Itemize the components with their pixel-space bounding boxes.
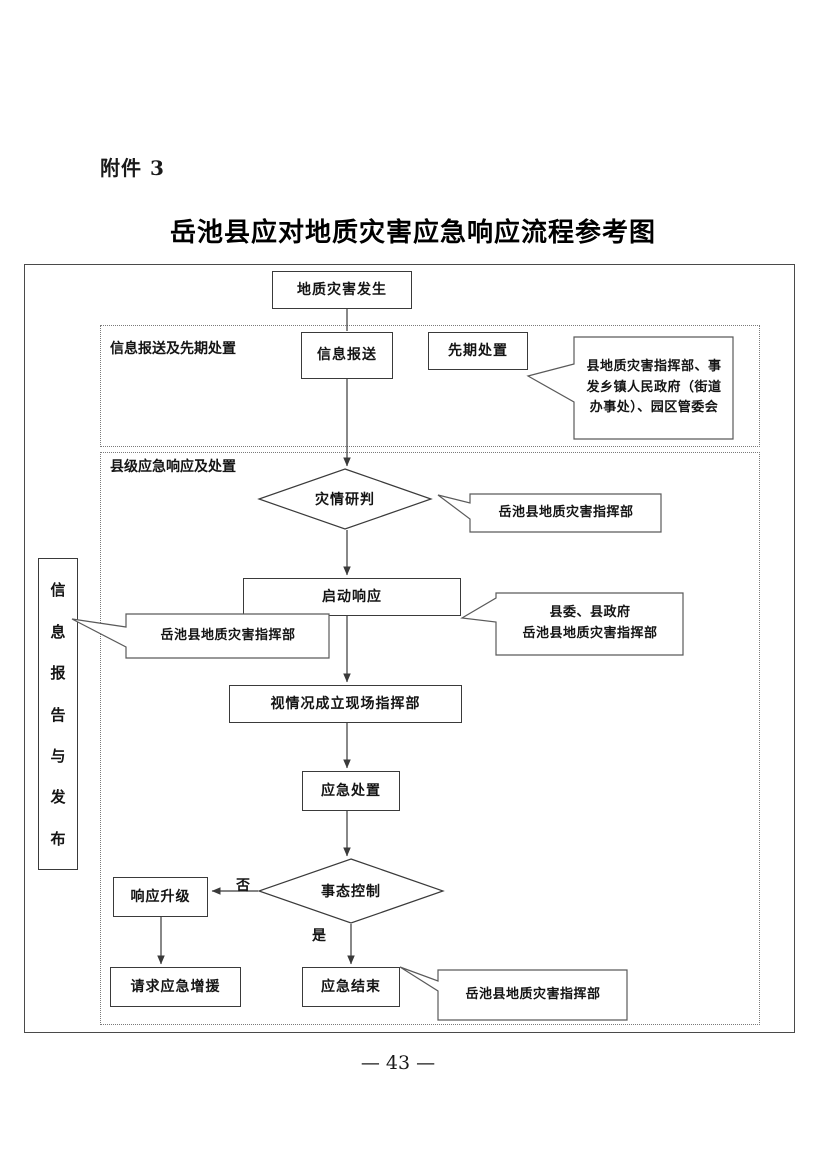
callout-information-release-authority: 岳池县地质灾害指挥部 xyxy=(71,613,330,659)
side-label-char-1: 信 xyxy=(50,581,66,600)
page-number: — 43 — xyxy=(360,1052,436,1074)
side-label-char-6: 发 xyxy=(50,788,66,807)
branch-label-no: 否 xyxy=(236,878,250,894)
node-emergency-disposal[interactable]: 应急处置 xyxy=(302,771,400,811)
swimlane-county-response xyxy=(100,452,760,1025)
side-label-char-3: 报 xyxy=(50,664,66,683)
decision-disaster-assessment[interactable]: 灾情研判 xyxy=(257,468,433,530)
node-start-response[interactable]: 启动响应 xyxy=(243,578,461,616)
side-label-char-4: 告 xyxy=(50,705,66,724)
node-information-report[interactable]: 信息报送 xyxy=(301,332,393,379)
attachment-label: 附件 3 xyxy=(100,156,165,180)
swimlane-title-county-response: 县级应急响应及处置 xyxy=(110,459,236,475)
side-label-char-5: 与 xyxy=(50,746,66,765)
side-label-char-7: 布 xyxy=(50,829,66,848)
node-onsite-headquarters[interactable]: 视情况成立现场指挥部 xyxy=(229,685,462,723)
callout-response-end-authority: 岳池县地质灾害指挥部 xyxy=(399,966,628,1021)
callout-response-authorities: 县委、县政府 岳池县地质灾害指挥部 xyxy=(460,592,684,656)
side-label-char-2: 息 xyxy=(50,622,66,641)
callout-assessment-authority: 岳池县地质灾害指挥部 xyxy=(437,493,662,533)
node-disaster-occurrence[interactable]: 地质灾害发生 xyxy=(272,271,412,309)
node-request-support[interactable]: 请求应急增援 xyxy=(110,967,241,1007)
swimlane-information-reporting xyxy=(100,325,760,447)
callout-initial-disposal-units: 县地质灾害指挥部、事 发乡镇人民政府（街道 办事处）、园区管委会 xyxy=(526,336,734,440)
node-initial-disposal[interactable]: 先期处置 xyxy=(428,332,528,370)
branch-label-yes: 是 xyxy=(312,928,326,944)
swimlane-title-information-reporting: 信息报送及先期处置 xyxy=(110,341,236,357)
decision-situation-controlled[interactable]: 事态控制 xyxy=(257,858,445,924)
node-response-upgrade[interactable]: 响应升级 xyxy=(113,877,208,917)
node-response-end[interactable]: 应急结束 xyxy=(302,967,400,1007)
page-title: 岳池县应对地质灾害应急响应流程参考图 xyxy=(169,218,656,248)
side-label-information-release: 信 息 报 告 与 发 布 xyxy=(38,558,78,870)
